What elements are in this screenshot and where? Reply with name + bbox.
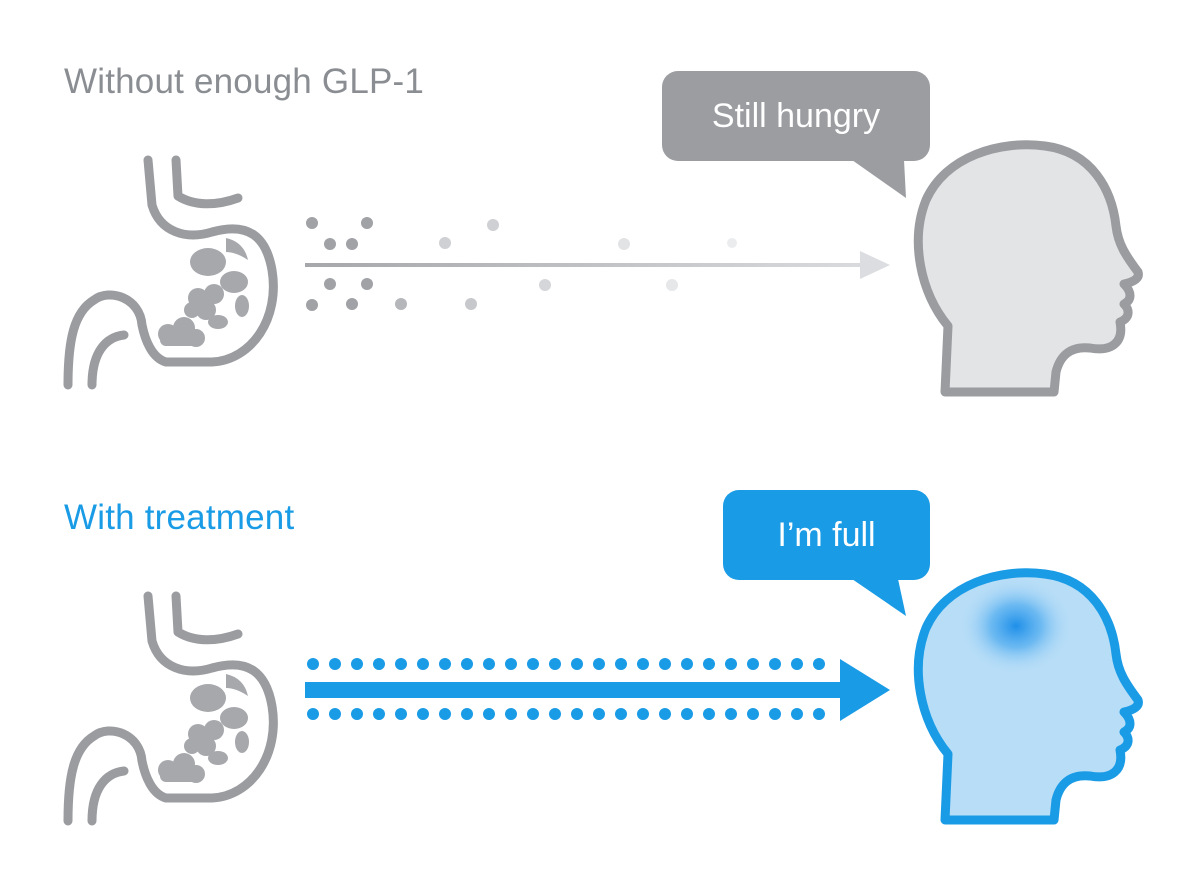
panel-without-glp1: Without enough GLP-1 Still hungry [63, 62, 1143, 397]
speech-bubble: Still hungry [662, 71, 930, 161]
signal-dots-strong [307, 658, 825, 720]
signal-dot [791, 658, 803, 670]
signal-dot [351, 658, 363, 670]
signal-dot [395, 708, 407, 720]
signal-dot [725, 708, 737, 720]
signal-dot [307, 658, 319, 670]
signal-dot [373, 658, 385, 670]
signal-dot [747, 658, 759, 670]
panel-heading: Without enough GLP-1 [64, 62, 425, 101]
stomach-icon [63, 591, 278, 826]
head-profile-icon [913, 568, 1143, 825]
signal-dot [505, 708, 517, 720]
speech-text: I’m full [777, 515, 876, 554]
signal-dot [703, 658, 715, 670]
panel-with-treatment: With treatment I’m full [0, 448, 1200, 896]
signal-dot [593, 708, 605, 720]
signal-dot [637, 658, 649, 670]
signal-dot [527, 658, 539, 670]
signal-dot [373, 708, 385, 720]
signal-dots-weak [306, 217, 737, 311]
speech-text: Still hungry [711, 96, 881, 135]
signal-dot [571, 708, 583, 720]
signal-dot [527, 708, 539, 720]
signal-dot [659, 658, 671, 670]
signal-dot [681, 708, 693, 720]
signal-dot [439, 658, 451, 670]
signal-dot [395, 658, 407, 670]
signal-dot [417, 708, 429, 720]
signal-dot [725, 658, 737, 670]
signal-dot [615, 658, 627, 670]
signal-dot [417, 658, 429, 670]
signal-dot [593, 658, 605, 670]
panel-with-art [63, 568, 1143, 826]
signal-dot [329, 708, 341, 720]
signal-dot [307, 708, 319, 720]
signal-dot [813, 708, 825, 720]
signal-dot [483, 708, 495, 720]
signal-dot [813, 658, 825, 670]
panel-without-art [63, 140, 1143, 397]
signal-dot [769, 658, 781, 670]
arrow-right-icon [305, 659, 890, 721]
signal-dot [615, 708, 627, 720]
signal-dot [549, 708, 561, 720]
brain-glow [960, 578, 1072, 674]
signal-dot [483, 658, 495, 670]
signal-dot [461, 708, 473, 720]
signal-dot [681, 658, 693, 670]
speech-bubble: I’m full [723, 490, 930, 580]
signal-dot [571, 658, 583, 670]
signal-dot [747, 708, 759, 720]
signal-dot [791, 708, 803, 720]
speech-bubble-tail [852, 579, 906, 616]
signal-dot [703, 708, 715, 720]
stomach-icon [63, 155, 278, 390]
speech-bubble-tail [852, 160, 906, 198]
signal-dot [505, 658, 517, 670]
panel-heading: With treatment [64, 498, 295, 537]
arrow-right-icon [305, 251, 890, 279]
signal-dot [351, 708, 363, 720]
signal-dot [461, 658, 473, 670]
signal-dot [769, 708, 781, 720]
head-profile-icon [913, 140, 1143, 397]
signal-dot [659, 708, 671, 720]
signal-dot [637, 708, 649, 720]
signal-dot [439, 708, 451, 720]
signal-dot [329, 658, 341, 670]
signal-dot [549, 658, 561, 670]
